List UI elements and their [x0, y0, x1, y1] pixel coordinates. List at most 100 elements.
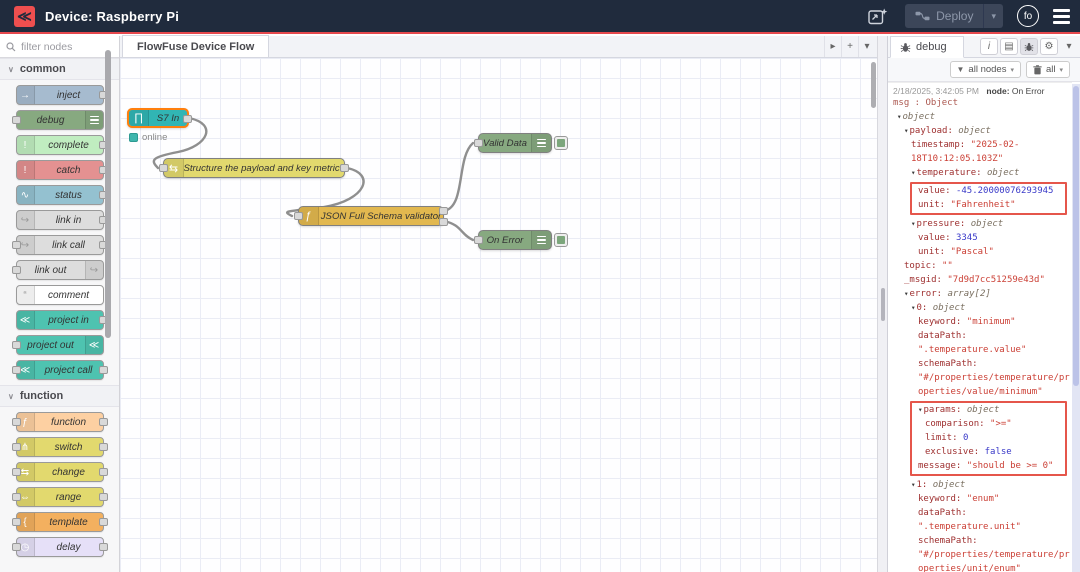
debug-json-line[interactable]: message: "should be >= 0" [918, 461, 1054, 471]
output-port[interactable] [98, 468, 108, 476]
palette-node-comment[interactable]: “comment [15, 285, 104, 305]
debug-json-line[interactable]: ▾payload: object [904, 126, 991, 136]
palette-node-status[interactable]: ∿status [15, 185, 108, 205]
palette-node-complete[interactable]: !complete [15, 135, 108, 155]
input-port[interactable] [11, 341, 21, 349]
output-port[interactable] [98, 443, 108, 451]
user-avatar[interactable]: fo [1017, 5, 1039, 27]
input-port[interactable] [294, 212, 303, 220]
flow-node-structure[interactable]: ⇆Structure the payload and key metrics [159, 158, 349, 178]
debug-json-line[interactable]: comparison: ">=" [925, 419, 1012, 429]
debug-json-line[interactable]: dataPath: ".temperature.value" [918, 331, 1027, 355]
wire-4[interactable] [442, 219, 475, 242]
debug-clear-button[interactable]: all ▾ [1025, 61, 1070, 78]
palette-node-switch[interactable]: ⋔switch [11, 437, 108, 457]
input-port[interactable] [11, 366, 21, 374]
config-nodes-button[interactable]: ⚙ [1040, 38, 1058, 55]
input-port[interactable] [11, 518, 21, 526]
debug-json-line[interactable]: keyword: "enum" [918, 494, 1000, 504]
output-port-2[interactable] [439, 218, 448, 226]
palette-node-range[interactable]: ⇔range [11, 487, 108, 507]
input-port[interactable] [11, 418, 21, 426]
output-port[interactable] [98, 493, 108, 501]
add-flow-button[interactable]: + [841, 36, 858, 57]
debug-json-line[interactable]: value: -45.20000076293945 [918, 186, 1054, 196]
tree-expand-arrow[interactable]: ▾ [911, 480, 916, 489]
open-in-editor-button[interactable] [865, 5, 891, 27]
debug-json-line[interactable]: limit: 0 [925, 433, 969, 443]
palette-node-catch[interactable]: !catch [15, 160, 108, 180]
tree-expand-arrow[interactable]: ▾ [904, 289, 909, 298]
palette-category-function[interactable]: ∨function [0, 385, 119, 407]
palette-node-template[interactable]: {template [11, 512, 108, 532]
output-port[interactable] [98, 418, 108, 426]
tree-expand-arrow[interactable]: ▾ [897, 112, 902, 121]
sidebar-splitter[interactable] [877, 36, 888, 572]
deploy-button[interactable]: Deploy ▾ [905, 4, 1003, 28]
info-tab-button[interactable]: i [980, 38, 998, 55]
palette-node-debug[interactable]: debug [11, 110, 104, 130]
debug-toggle-button[interactable] [554, 136, 568, 150]
palette-scrollbar[interactable] [105, 50, 111, 338]
debug-json-line[interactable]: ▾temperature: object [911, 168, 1020, 178]
debug-json-line[interactable]: ▾0: object [911, 303, 966, 313]
input-port[interactable] [11, 543, 21, 551]
sidebar-menu-caret[interactable]: ▾ [1060, 38, 1078, 55]
deploy-options-caret[interactable]: ▾ [983, 4, 1003, 28]
debug-json-line[interactable]: unit: "Pascal" [918, 247, 994, 257]
debug-json-line[interactable]: value: 3345 [918, 233, 978, 243]
tree-expand-arrow[interactable]: ▾ [911, 303, 916, 312]
tree-expand-arrow[interactable]: ▾ [911, 219, 916, 228]
debug-json-line[interactable]: topic: "" [904, 261, 953, 271]
wire-1[interactable] [152, 116, 208, 170]
splitter-grip[interactable] [881, 288, 885, 321]
debug-json-line[interactable]: dataPath: ".temperature.unit" [918, 508, 1021, 532]
wire-3[interactable] [442, 141, 475, 213]
palette-node-link-in[interactable]: ↪link in [15, 210, 108, 230]
palette-search-input[interactable]: filter nodes [0, 36, 119, 58]
palette-node-link-call[interactable]: ↪link call [11, 235, 108, 255]
input-port[interactable] [11, 468, 21, 476]
debug-json-line[interactable]: schemaPath: "#/properties/temperature/pr… [918, 359, 1070, 397]
input-port[interactable] [11, 266, 21, 274]
flow-node-on-error[interactable]: On Error [474, 230, 568, 250]
input-port[interactable] [11, 116, 21, 124]
debug-json-line[interactable]: unit: "Fahrenheit" [918, 200, 1016, 210]
tree-expand-arrow[interactable]: ▾ [911, 168, 916, 177]
sidebar-scrollbar[interactable] [1072, 84, 1080, 572]
palette-category-common[interactable]: ∨common [0, 58, 119, 80]
tab-scroll-button[interactable]: ▸ [824, 36, 841, 57]
debug-message-pane[interactable]: 2/18/2025, 3:42:05 PM node: On Error msg… [888, 82, 1080, 572]
help-tab-button[interactable]: ▤ [1000, 38, 1018, 55]
output-port[interactable] [340, 164, 349, 172]
output-port[interactable] [183, 115, 192, 123]
canvas-scrollbar[interactable] [871, 62, 876, 108]
debug-json-line[interactable]: schemaPath: "#/properties/temperature/pr… [918, 536, 1070, 572]
input-port[interactable] [474, 139, 483, 147]
output-port-1[interactable] [439, 207, 448, 215]
debug-json-line[interactable]: ▾error: array[2] [904, 289, 991, 299]
input-port[interactable] [11, 443, 21, 451]
input-port[interactable] [159, 164, 168, 172]
palette-node-change[interactable]: ⇆change [11, 462, 108, 482]
debug-json-line[interactable]: exclusive: false [925, 447, 1012, 457]
debug-tab-button[interactable] [1020, 38, 1038, 55]
main-menu-button[interactable] [1053, 8, 1070, 24]
debug-filter-button[interactable]: ▼ all nodes ▾ [949, 61, 1021, 78]
tree-expand-arrow[interactable]: ▾ [918, 405, 923, 414]
tree-expand-arrow[interactable]: ▾ [904, 126, 909, 135]
debug-json-line[interactable]: timestamp: "2025-02-18T10:12:05.103Z" [911, 140, 1020, 164]
debug-json-line[interactable]: ▾1: object [911, 480, 966, 490]
debug-json-line[interactable]: keyword: "minimum" [918, 317, 1016, 327]
wire-2[interactable] [285, 166, 365, 218]
palette-node-project-out[interactable]: project out≪ [11, 335, 104, 355]
palette-node-project-call[interactable]: ≪project call [11, 360, 108, 380]
input-port[interactable] [11, 493, 21, 501]
input-port[interactable] [11, 241, 21, 249]
debug-json-line[interactable]: ▾pressure: object [911, 219, 1004, 229]
flow-node-s7-in[interactable]: ∏S7 In [127, 108, 192, 128]
palette-node-project-in[interactable]: ≪project in [15, 310, 108, 330]
flow-node-valid-data[interactable]: Valid Data [474, 133, 568, 153]
